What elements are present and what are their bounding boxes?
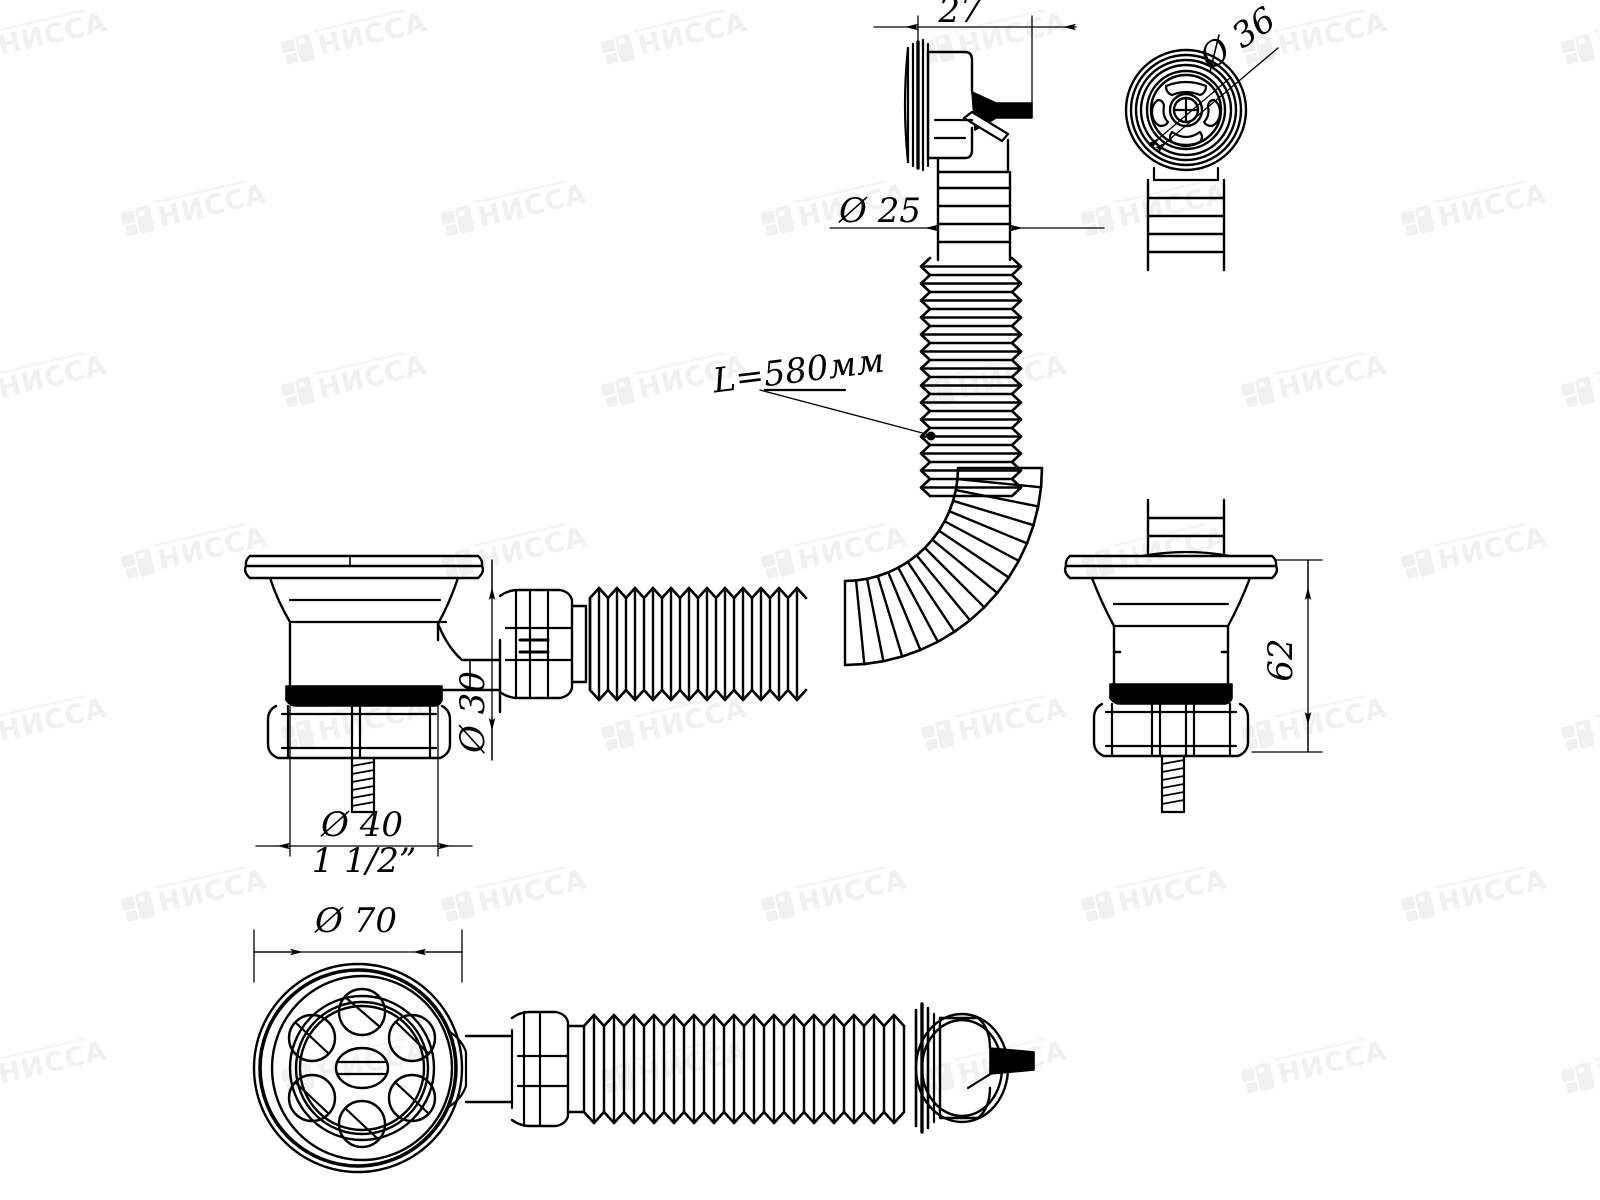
dim-62 — [1251, 559, 1323, 753]
dim-70 — [253, 929, 463, 983]
dim-label-27: 27 — [937, 0, 982, 31]
dim-label-25: Ø 25 — [838, 191, 921, 231]
view-strainer-side — [243, 554, 588, 814]
view-overflow-side — [903, 38, 1033, 262]
corrugated-hose-main — [588, 256, 1044, 702]
view-strainer-front — [1063, 498, 1279, 814]
dim-label-40: Ø 40 — [320, 805, 403, 845]
dim-40 — [255, 705, 473, 857]
dim-label-62: 62 — [1261, 638, 1301, 681]
view-assembly-plan — [252, 962, 1035, 1174]
dim-label-70: Ø 70 — [314, 901, 397, 941]
dim-label-thread: 1 1/2” — [312, 841, 417, 881]
view-overflow-front — [1124, 48, 1248, 272]
dim-label-30: Ø 30 — [453, 671, 493, 754]
dim-27-extension — [917, 15, 1033, 106]
dim-36-leader — [1147, 47, 1279, 153]
dim-label-36: Ø 36 — [1192, 0, 1283, 79]
dim-label-length: L=580мм — [710, 341, 887, 402]
dim-length-leader — [759, 388, 936, 441]
